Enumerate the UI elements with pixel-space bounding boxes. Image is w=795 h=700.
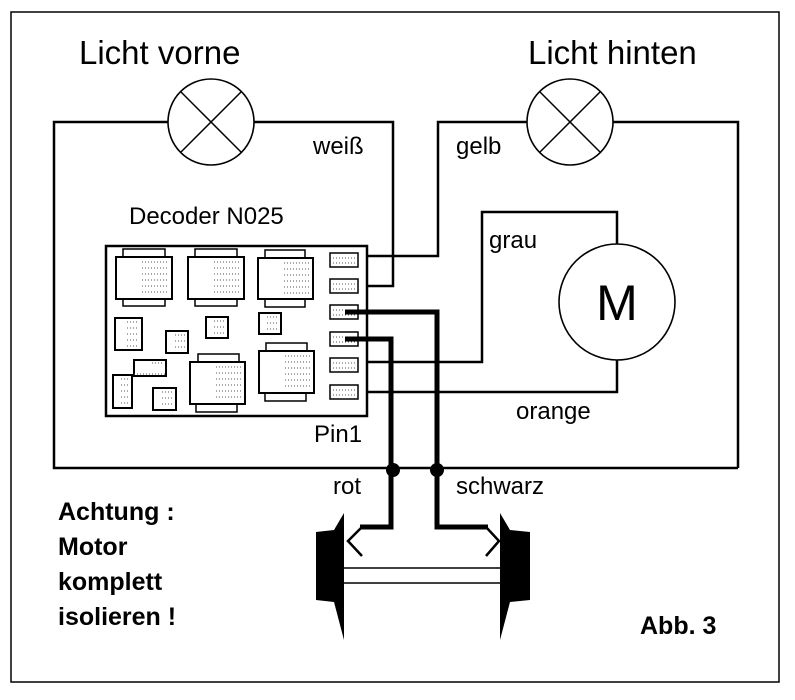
figure-label: Abb. 3 xyxy=(640,612,716,640)
chip xyxy=(133,359,167,377)
left-contact-spring xyxy=(346,526,363,557)
decoder-pins xyxy=(329,252,359,400)
grey-wire-label: grau xyxy=(489,227,537,254)
junction-left xyxy=(386,463,400,477)
chip xyxy=(152,387,177,411)
chip xyxy=(187,248,245,307)
chip xyxy=(257,249,314,308)
chip xyxy=(114,317,143,351)
left-wheel xyxy=(316,513,344,640)
chip xyxy=(112,374,133,409)
wheelset-icon xyxy=(316,513,530,640)
front-lamp-icon xyxy=(167,78,255,166)
rear-light-wire xyxy=(359,120,740,468)
warning-line: Motor xyxy=(58,533,128,561)
decoder-board xyxy=(104,244,369,418)
track-wire-left xyxy=(345,336,394,530)
right-wheel xyxy=(500,513,530,640)
chip xyxy=(258,342,315,402)
warning-line: komplett xyxy=(58,568,163,596)
motor-grey-wire xyxy=(359,210,619,364)
chip xyxy=(165,330,189,354)
front-light-label: Licht vorne xyxy=(79,34,240,71)
yellow-wire-label: gelb xyxy=(456,133,501,160)
decoder-label: Decoder N025 xyxy=(129,203,284,230)
right-contact-spring xyxy=(485,526,501,557)
rear-lamp-icon xyxy=(526,78,614,166)
motor-orange-wire xyxy=(359,360,619,394)
motor-icon: M xyxy=(558,243,676,361)
chip xyxy=(189,353,246,413)
pin1-label: Pin1 xyxy=(314,421,362,448)
chip xyxy=(258,312,282,335)
white-wire-label: weiß xyxy=(312,133,364,160)
pin-pad xyxy=(329,252,359,268)
motor-symbol: M xyxy=(596,275,638,331)
warning-note: Achtung : Motor komplett isolieren ! xyxy=(58,498,176,631)
orange-wire-label: orange xyxy=(516,398,591,425)
track-wire-right xyxy=(345,309,488,530)
black-wire-label: schwarz xyxy=(456,473,544,500)
pin-pad xyxy=(329,278,359,294)
rear-light-label: Licht hinten xyxy=(528,34,697,71)
pin-pad xyxy=(329,357,359,373)
chip xyxy=(115,248,173,307)
pin-pad xyxy=(329,384,359,400)
red-wire-label: rot xyxy=(333,473,361,500)
junction-right xyxy=(430,463,444,477)
warning-line: Achtung : xyxy=(58,498,175,526)
warning-line: isolieren ! xyxy=(58,603,176,631)
chip xyxy=(205,316,229,339)
